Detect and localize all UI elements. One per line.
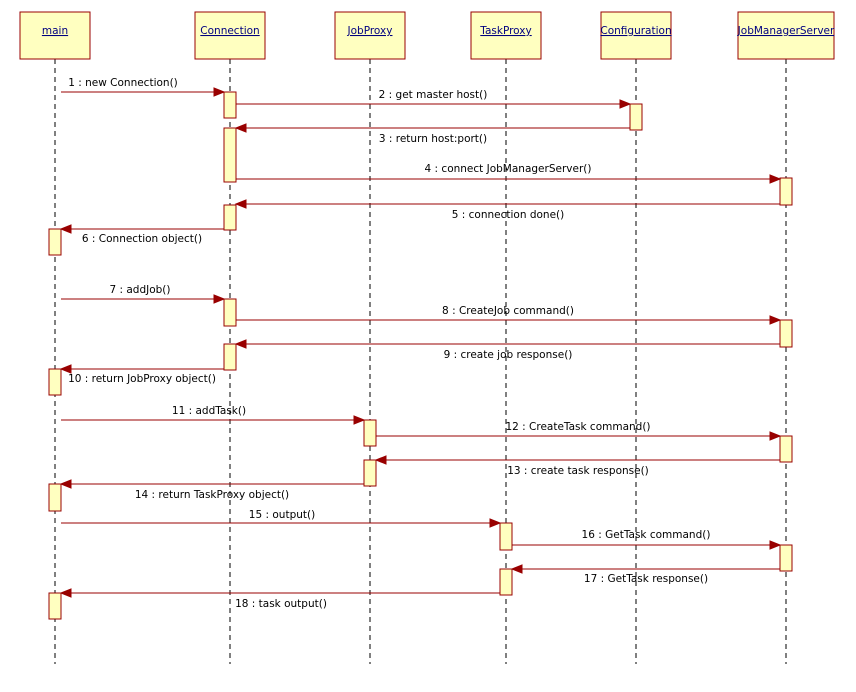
activation-bar-connection xyxy=(223,204,237,231)
arrowhead-icon xyxy=(489,518,502,528)
arrowhead-icon xyxy=(234,123,247,133)
message-label: 4 : connect JobManagerServer() xyxy=(425,163,592,175)
activation-bar-connection xyxy=(223,298,237,327)
arrowhead-icon xyxy=(59,588,72,598)
participant-headers: main Connection JobProxy TaskProxy Configura… xyxy=(19,11,835,60)
message-label: 15 : output() xyxy=(249,509,315,521)
message-12[interactable]: 12 : CreateTask command() xyxy=(376,421,782,441)
participant-box-configuration[interactable] xyxy=(600,11,672,60)
message-9[interactable]: 9 : create job response() xyxy=(234,339,780,361)
message-label: 13 : create task response() xyxy=(507,465,649,477)
activation-bar-jobmanagerserver xyxy=(779,544,793,572)
activation-bar-jobmanagerserver xyxy=(779,319,793,348)
activation-bar-jobproxy xyxy=(363,459,377,487)
arrowhead-icon xyxy=(374,455,387,465)
message-label: 2 : get master host() xyxy=(379,89,488,101)
message-1[interactable]: 1 : new Connection() xyxy=(61,77,226,97)
activation-bar-connection xyxy=(223,91,237,119)
message-11[interactable]: 11 : addTask() xyxy=(61,405,366,425)
participant-name-connection: Connection xyxy=(200,25,259,37)
activation-bar-jobmanagerserver xyxy=(779,177,793,206)
message-label: 8 : CreateJob command() xyxy=(442,305,574,317)
arrowhead-icon xyxy=(769,431,782,441)
activation-bar-connection xyxy=(223,343,237,371)
message-16[interactable]: 16 : GetTask command() xyxy=(512,529,782,550)
message-label: 9 : create job response() xyxy=(444,349,573,361)
message-7[interactable]: 7 : addJob() xyxy=(61,284,226,304)
message-8[interactable]: 8 : CreateJob command() xyxy=(236,305,782,325)
message-14[interactable]: 14 : return TaskProxy object() xyxy=(59,479,364,501)
arrowhead-icon xyxy=(769,540,782,550)
participant-name-jobproxy: JobProxy xyxy=(347,25,393,37)
activation-bar-configuration xyxy=(629,103,643,131)
arrowhead-icon xyxy=(213,294,226,304)
participant-name-jobmanagerserver: JobManagerServer xyxy=(737,25,835,37)
arrowhead-icon xyxy=(769,315,782,325)
participant-name-taskproxy: TaskProxy xyxy=(479,25,531,37)
activation-bar-taskproxy xyxy=(499,522,513,551)
message-label: 5 : connection done() xyxy=(452,209,564,221)
message-label: 1 : new Connection() xyxy=(68,77,178,89)
activation-bar-jobproxy xyxy=(363,419,377,447)
arrowhead-icon xyxy=(353,415,366,425)
activation-bar-main xyxy=(48,592,62,620)
participant-box-main[interactable] xyxy=(19,11,91,60)
arrowhead-icon xyxy=(510,564,523,574)
message-label: 10 : return JobProxy object() xyxy=(68,373,216,385)
arrowhead-icon xyxy=(59,364,72,374)
participant-box-taskproxy[interactable] xyxy=(470,11,542,60)
participant-box-jobmanagerserver[interactable] xyxy=(737,11,835,60)
message-4[interactable]: 4 : connect JobManagerServer() xyxy=(236,163,782,184)
message-label: 11 : addTask() xyxy=(172,405,246,417)
message-label: 6 : Connection object() xyxy=(82,233,202,245)
message-2[interactable]: 2 : get master host() xyxy=(236,89,632,109)
arrowhead-icon xyxy=(234,199,247,209)
message-label: 17 : GetTask response() xyxy=(584,573,708,585)
arrowhead-icon xyxy=(619,99,632,109)
message-label: 3 : return host:port() xyxy=(379,133,487,145)
arrowhead-icon xyxy=(59,224,72,234)
message-15[interactable]: 15 : output() xyxy=(61,509,502,528)
participant-name-configuration: Configuration xyxy=(600,25,671,37)
message-17[interactable]: 17 : GetTask response() xyxy=(510,564,780,585)
arrowhead-icon xyxy=(213,87,226,97)
participant-box-jobproxy[interactable] xyxy=(334,11,406,60)
activation-bar-connection xyxy=(223,127,237,183)
message-3[interactable]: 3 : return host:port() xyxy=(234,123,630,145)
activation-bar-main xyxy=(48,483,62,512)
arrowhead-icon xyxy=(234,339,247,349)
message-18[interactable]: 18 : task output() xyxy=(59,588,500,610)
activation-bar-main xyxy=(48,368,62,396)
message-10[interactable]: 10 : return JobProxy object() xyxy=(59,364,224,385)
activation-bar-main xyxy=(48,228,62,256)
message-13[interactable]: 13 : create task response() xyxy=(374,455,780,477)
participant-name-main: main xyxy=(42,25,68,37)
messages: 1 : new Connection() 2 : get master host(… xyxy=(59,77,782,610)
message-5[interactable]: 5 : connection done() xyxy=(234,199,780,221)
message-label: 14 : return TaskProxy object() xyxy=(135,489,289,501)
message-6[interactable]: 6 : Connection object() xyxy=(59,224,224,245)
activation-bars xyxy=(48,91,793,620)
message-label: 18 : task output() xyxy=(235,598,327,610)
message-label: 12 : CreateTask command() xyxy=(505,421,650,433)
arrowhead-icon xyxy=(769,174,782,184)
message-label: 16 : GetTask command() xyxy=(582,529,711,541)
message-label: 7 : addJob() xyxy=(109,284,170,296)
participant-box-connection[interactable] xyxy=(194,11,266,60)
activation-bar-jobmanagerserver xyxy=(779,435,793,463)
activation-bar-taskproxy xyxy=(499,568,513,596)
arrowhead-icon xyxy=(59,479,72,489)
